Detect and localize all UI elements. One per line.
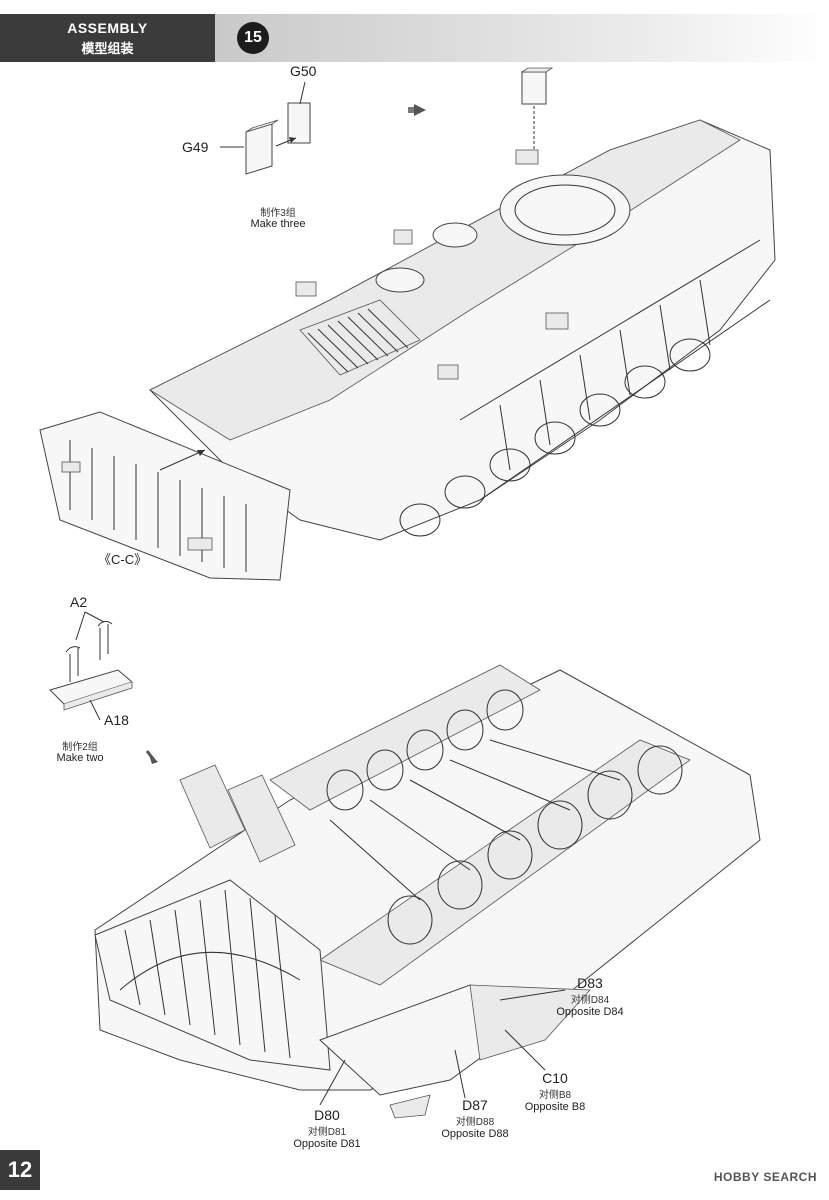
make-three-en: Make three <box>250 218 306 230</box>
assembly-title-cn: 模型组装 <box>81 41 134 56</box>
header-bar <box>215 14 829 62</box>
top-box-part <box>520 67 554 150</box>
label-c10-opp-en: Opposite B8 <box>524 1101 586 1113</box>
label-g50: G50 <box>290 63 317 79</box>
assembly-header: ASSEMBLY 模型组装 <box>0 14 215 62</box>
label-a2: A2 <box>70 594 88 610</box>
callout-d83: D83 对侧D84 Opposite D84 <box>545 975 635 1018</box>
label-d83-opp-en: Opposite D84 <box>556 1006 624 1018</box>
a2-a18-subassembly <box>49 611 134 721</box>
label-c10: C10 <box>542 1070 568 1086</box>
callout-c10: C10 对侧B8 Opposite B8 <box>510 1070 600 1113</box>
label-d80-opp-en: Opposite D81 <box>293 1138 361 1150</box>
label-d87-opp-cn: 对侧D88 <box>455 1117 495 1128</box>
step-number-badge: 15 <box>237 22 269 54</box>
label-d83: D83 <box>577 975 603 991</box>
label-a18: A18 <box>104 712 129 728</box>
top-hull-drawing <box>39 119 776 581</box>
label-d80-opp-cn: 对侧D81 <box>307 1127 347 1138</box>
label-d87-opp-en: Opposite D88 <box>441 1128 509 1140</box>
label-g49: G49 <box>182 139 209 155</box>
make-two-cn: 制作2组 <box>62 742 98 753</box>
label-c10-opp-cn: 对侧B8 <box>538 1090 572 1101</box>
callout-d87: D87 对侧D88 Opposite D88 <box>430 1097 520 1140</box>
watermark: HOBBY SEARCH <box>713 1170 817 1184</box>
callout-d80: D80 对侧D81 Opposite D81 <box>282 1107 372 1150</box>
make-three-cn: 制作3组 <box>260 208 296 219</box>
section-label-cc: 《C-C》 <box>98 552 148 567</box>
g49-g50-subassembly <box>220 81 311 175</box>
assembly-title-en: ASSEMBLY <box>67 20 148 36</box>
make-two-en: Make two <box>56 752 104 764</box>
label-d83-opp-cn: 对侧D84 <box>570 995 610 1006</box>
label-d87: D87 <box>462 1097 488 1113</box>
page-number: 12 <box>0 1150 40 1190</box>
label-d80: D80 <box>314 1107 340 1123</box>
bottom-hull-drawing <box>94 664 761 1119</box>
